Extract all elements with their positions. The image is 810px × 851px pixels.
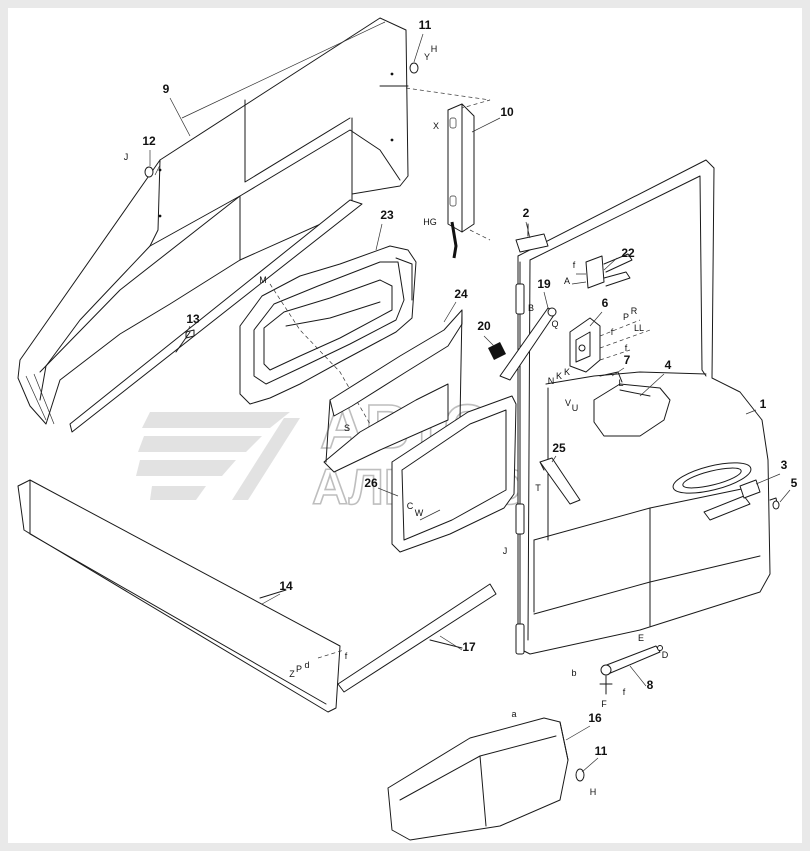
fasteners: [144, 62, 780, 510]
callout-letter: F: [601, 699, 607, 709]
callout-letter: Z: [289, 669, 295, 679]
part-number-24: 24: [454, 287, 468, 301]
nut-icon: [144, 166, 154, 178]
callout-letter: J: [124, 152, 129, 162]
part-16-end-cap: [387, 717, 585, 841]
part-6-lock: [569, 317, 651, 373]
part-20-clip: [488, 342, 506, 360]
part-number-11: 11: [419, 18, 432, 32]
callout-letter: f: [623, 687, 626, 697]
callout-letter: K: [556, 371, 562, 381]
callout-letter: M: [259, 275, 267, 285]
callout-letter: P: [623, 312, 629, 322]
part-22-bracket: [571, 253, 633, 289]
callout-letter: L: [618, 378, 623, 388]
callout-letter: f: [625, 343, 628, 353]
callout-letter: C: [407, 501, 414, 511]
leader-lines: [149, 33, 791, 773]
part-number-25: 25: [552, 441, 566, 455]
callout-letter: D: [662, 650, 669, 660]
part-number-7: 7: [624, 353, 631, 367]
part-number-1: 1: [760, 397, 767, 411]
callout-letter: H: [590, 787, 597, 797]
callout-letter: Q: [551, 319, 558, 329]
part-number-16: 16: [588, 711, 602, 725]
callout-letter: P: [296, 664, 302, 674]
part-17-diagonal-strip: [337, 583, 497, 693]
part-number-26: 26: [364, 476, 378, 490]
callout-letter: HG: [423, 217, 437, 227]
part-8-lever: [599, 645, 663, 695]
callout-letter: B: [528, 303, 534, 313]
callout-letter: N: [548, 376, 555, 386]
part-number-5: 5: [791, 476, 798, 490]
callout-letter: S: [344, 423, 350, 433]
callout-letter: X: [433, 121, 439, 131]
callout-letter: f: [573, 260, 576, 270]
part-number-17: 17: [462, 640, 476, 654]
part-14-long-strip: [17, 479, 345, 713]
part-19-rod: [499, 307, 557, 381]
part-13-strip: [175, 329, 195, 353]
part-25-rod: [539, 457, 581, 505]
part-number-3: 3: [781, 458, 788, 472]
callout-letter: V: [565, 398, 571, 408]
part-number-11: 11: [595, 744, 608, 758]
part-10-bracket: [405, 87, 491, 259]
callout-letter: a: [511, 709, 516, 719]
part-24-trim-panel: [323, 309, 463, 473]
part-number-13: 13: [186, 312, 200, 326]
callout-letter: K: [564, 367, 570, 377]
callout-letter: H: [431, 44, 438, 54]
callout-letter: W: [415, 508, 424, 518]
callout-letter: f: [345, 651, 348, 661]
part-number-14: 14: [279, 579, 293, 593]
callout-letter: R: [631, 306, 638, 316]
screw-icon: [772, 500, 780, 510]
part-number-2: 2: [523, 206, 530, 220]
part-number-23: 23: [380, 208, 394, 222]
nut-icon: [409, 62, 419, 74]
callout-letter: b: [571, 668, 576, 678]
part-number-9: 9: [163, 82, 170, 96]
callout-letter: E: [638, 633, 644, 643]
part-1-door: [515, 159, 779, 655]
part-number-8: 8: [647, 678, 654, 692]
part-number-10: 10: [500, 105, 514, 119]
callout-letter: J: [503, 546, 508, 556]
part-2-handle: [515, 223, 549, 253]
part-number-20: 20: [477, 319, 491, 333]
part-9-roof-panel: [17, 17, 409, 433]
callout-letter: U: [572, 403, 579, 413]
callout-letter: T: [535, 483, 541, 493]
part-number-12: 12: [142, 134, 156, 148]
callout-letter: d: [304, 660, 309, 670]
part-number-6: 6: [602, 296, 609, 310]
part-number-4: 4: [665, 358, 672, 372]
part-number-19: 19: [537, 277, 551, 291]
callout-letter: LL: [634, 323, 644, 333]
part-number-22: 22: [621, 246, 635, 260]
callout-letter: f: [611, 327, 614, 337]
watermark-logo-icon: [136, 412, 300, 500]
callout-letter: Y: [424, 52, 430, 62]
callout-letter: A: [564, 276, 570, 286]
part-26-lower-panel: [391, 395, 517, 553]
